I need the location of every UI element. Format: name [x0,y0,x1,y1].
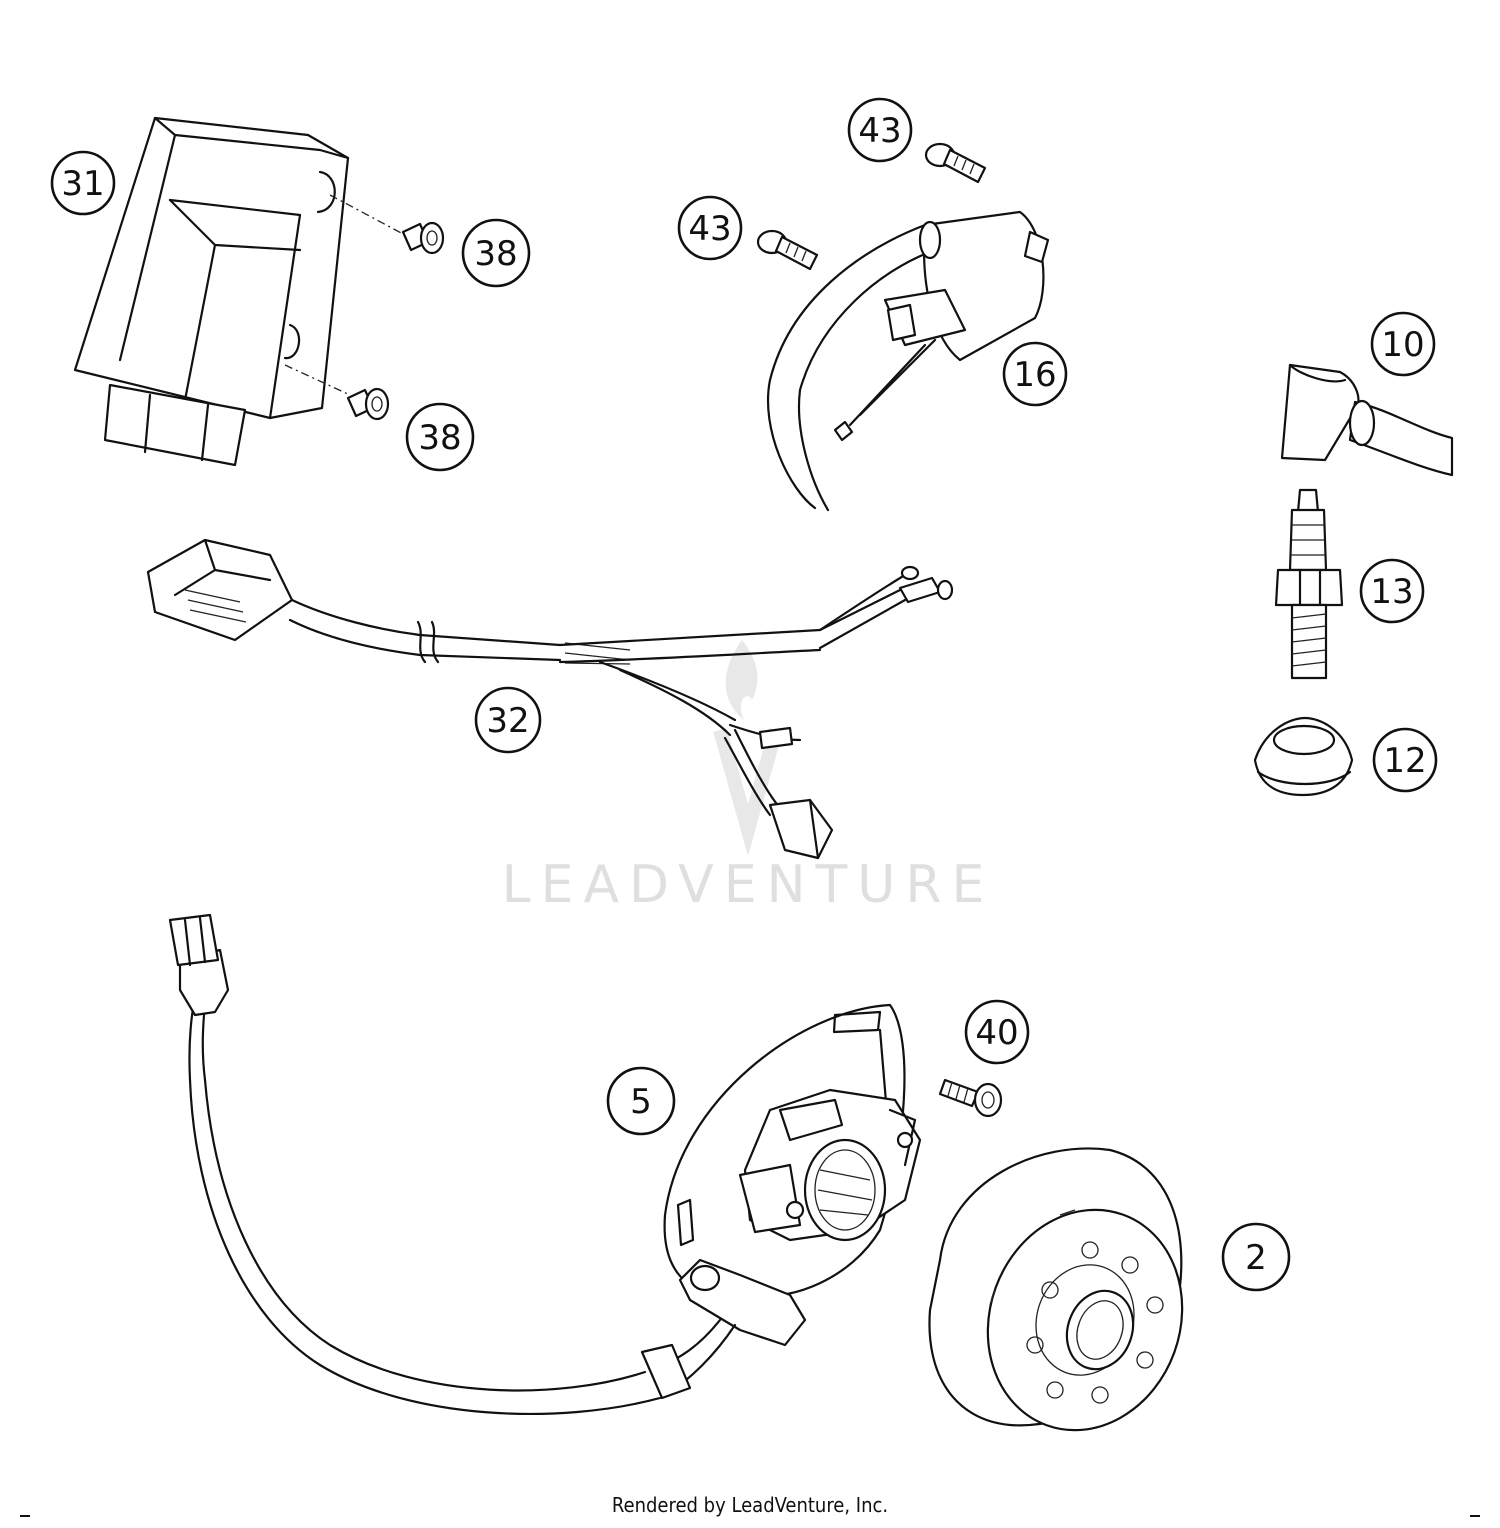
leader-31-38-upper [329,194,406,236]
svg-text:13: 13 [1370,572,1413,612]
callout-32: 32 [474,686,542,754]
part-38-screw-lower[interactable] [346,387,390,421]
callout-31: 31 [50,150,116,216]
svg-text:43: 43 [858,111,901,151]
part-16-ignition-coil[interactable] [766,210,1050,512]
part-12-cap[interactable] [1253,716,1354,797]
svg-text:31: 31 [61,164,104,204]
footer-credit: Rendered by LeadVenture, Inc. [611,1493,889,1517]
callout-38-lower: 38 [405,402,475,472]
part-40-screw[interactable] [938,1078,1003,1118]
callout-40: 40 [964,999,1030,1065]
part-31-cdi-unit[interactable] [73,116,350,467]
part-32-wiring-harness[interactable] [146,538,954,860]
svg-text:10: 10 [1381,325,1424,365]
callout-38-upper: 38 [461,218,531,288]
part-38-screw-upper[interactable] [401,221,445,255]
callout-43-lower: 43 [677,195,743,261]
part-43-screw-upper[interactable] [924,142,987,184]
svg-text:12: 12 [1383,741,1426,781]
svg-text:2: 2 [1245,1238,1267,1278]
callout-5: 5 [606,1066,676,1136]
callout-2: 2 [1221,1222,1291,1292]
svg-text:40: 40 [975,1013,1018,1053]
callout-43-upper: 43 [847,97,913,163]
part-2-flywheel[interactable] [928,1147,1212,1457]
part-13-spark-plug[interactable] [1274,488,1344,680]
svg-text:32: 32 [486,701,529,741]
svg-text:43: 43 [688,209,731,249]
svg-text:5: 5 [630,1082,652,1122]
corner-mark-right [1470,1515,1480,1517]
callout-12: 12 [1372,727,1438,793]
svg-text:16: 16 [1013,355,1056,395]
watermark: LEADVENTURE [502,640,995,915]
corner-mark-left [20,1515,30,1517]
callout-10: 10 [1370,311,1436,377]
part-43-screw-lower[interactable] [756,229,819,271]
leader-31-38-lower [284,364,351,396]
part-10-plug-cap[interactable] [1280,363,1454,477]
svg-text:38: 38 [474,234,517,274]
svg-text:38: 38 [418,418,461,458]
watermark-text: LEADVENTURE [502,855,995,915]
callout-13: 13 [1359,558,1425,624]
part-5-stator[interactable] [168,913,922,1416]
callout-16: 16 [1002,341,1068,407]
